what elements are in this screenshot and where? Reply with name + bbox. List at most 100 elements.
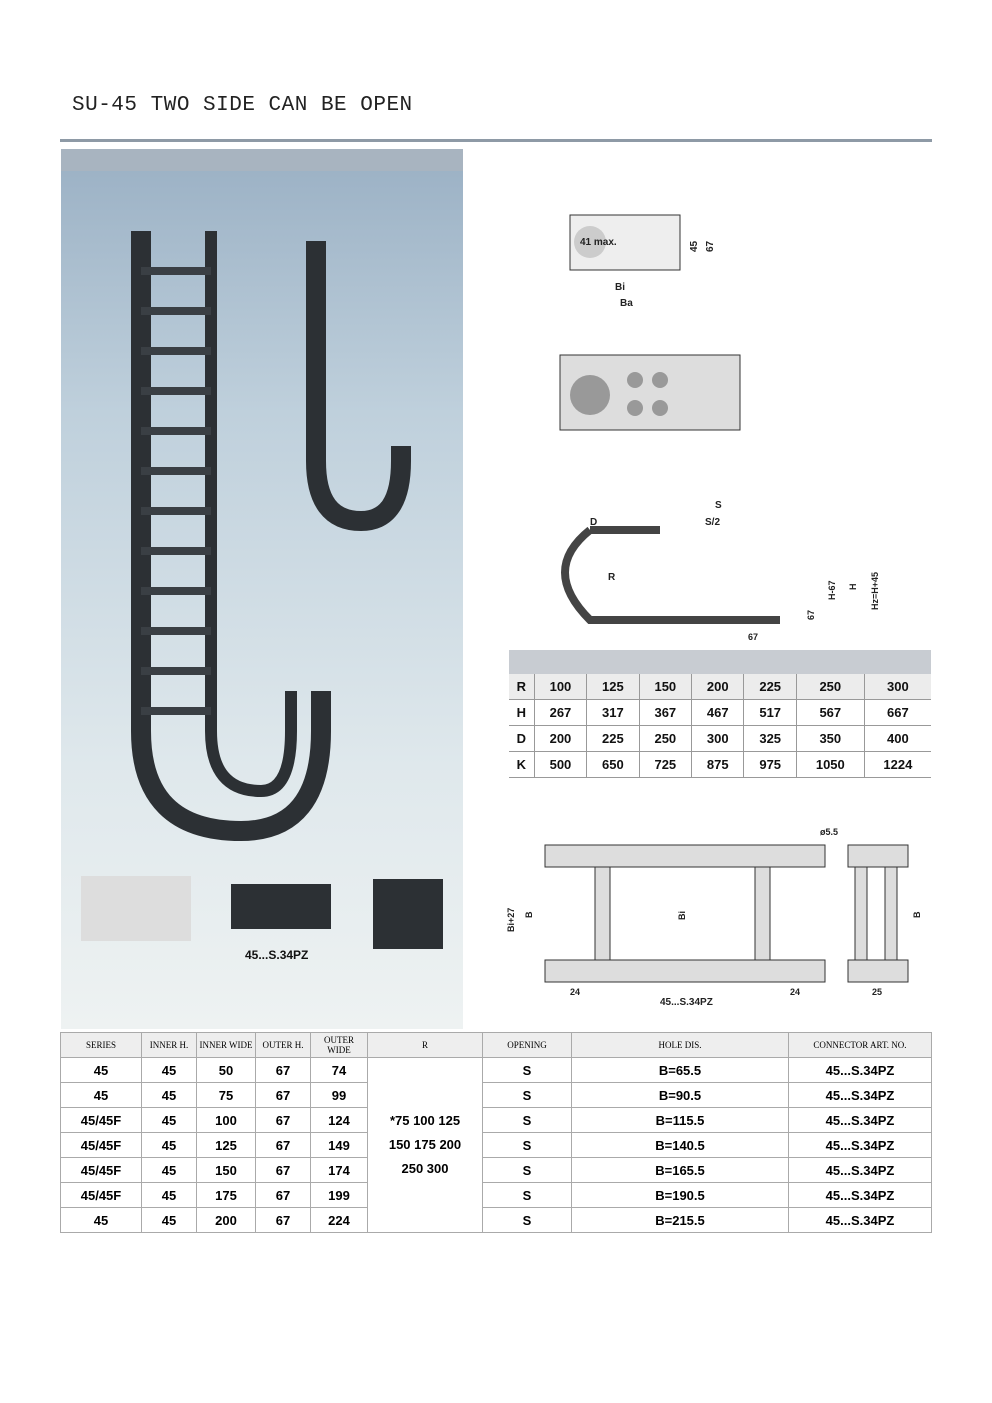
bi-label-2: Bi [677, 911, 687, 920]
table-cell: 567 [796, 699, 865, 726]
table-cell: 45 [141, 1082, 197, 1108]
table-cell: K [509, 751, 535, 778]
table-cell: 174 [310, 1157, 368, 1183]
dim67-a: 67 [806, 610, 816, 620]
table-cell: B=65.5 [571, 1057, 789, 1083]
table-cell: 45...S.34PZ [788, 1082, 932, 1108]
table-cell: 367 [639, 699, 693, 726]
table-cell: S [482, 1132, 572, 1158]
table-cell: 100 [196, 1107, 256, 1133]
table-cell: 45...S.34PZ [788, 1207, 932, 1233]
table-cell: S [482, 1182, 572, 1208]
table-cell: 1224 [864, 751, 931, 778]
table-cell: S [482, 1157, 572, 1183]
table-cell: 99 [310, 1082, 368, 1108]
bi-label: Bi [615, 282, 625, 293]
h-label: H [848, 584, 858, 591]
table-cell: B=140.5 [571, 1132, 789, 1158]
table-cell: 45/45F [60, 1132, 142, 1158]
r-label: R [608, 572, 616, 583]
table-cell: 149 [310, 1132, 368, 1158]
table-cell: 317 [586, 699, 640, 726]
table-cell: 100 [534, 674, 588, 700]
table-cell: 45 [60, 1057, 142, 1083]
dim24-b: 24 [790, 987, 800, 997]
outer-h-label: 67 [705, 240, 716, 252]
table-cell: 150 [639, 674, 693, 700]
table-cell: H [509, 699, 535, 726]
table-cell: 650 [586, 751, 640, 778]
technical-drawings: 41 max. Bi Ba 45 67 S D S/2 R H-67 H Hz=… [559, 214, 880, 642]
table-cell: 400 [864, 725, 931, 752]
hz-label: Hz=H+45 [870, 572, 880, 610]
table-cell: 45...S.34PZ [788, 1157, 932, 1183]
table-cell: 45 [141, 1207, 197, 1233]
table-cell: R [367, 1032, 483, 1058]
table-cell: 45/45F [60, 1182, 142, 1208]
table-cell: 250 [796, 674, 865, 700]
table-cell: 45/45F [60, 1107, 142, 1133]
table-cell: 175 [196, 1182, 256, 1208]
hole-label: ø5.5 [820, 827, 838, 837]
dim25: 25 [872, 987, 882, 997]
product-photo [61, 149, 463, 1029]
table-cell: 224 [310, 1207, 368, 1233]
connector-caption: 45...S.34PZ [660, 997, 713, 1008]
table-cell: 267 [534, 699, 588, 726]
dim67-b: 67 [748, 632, 758, 642]
table-cell: 225 [586, 725, 640, 752]
table-cell: 67 [255, 1207, 311, 1233]
max-label: 41 max. [580, 237, 617, 248]
table-cell [509, 650, 931, 674]
table-cell: B=90.5 [571, 1082, 789, 1108]
table-cell: 200 [691, 674, 745, 700]
table-cell: 875 [691, 751, 745, 778]
photo-caption: 45...S.34PZ [245, 948, 309, 962]
b-label: B [524, 911, 534, 918]
title-divider [60, 139, 932, 142]
table-cell: 45 [60, 1207, 142, 1233]
table-cell: OPENING [482, 1032, 572, 1058]
table-cell: 67 [255, 1107, 311, 1133]
table-cell: S [482, 1207, 572, 1233]
page-title: SU-45 TWO SIDE CAN BE OPEN [72, 94, 413, 117]
table-cell: OUTER H. [255, 1032, 311, 1058]
table-cell: 300 [864, 674, 931, 700]
table-cell: 67 [255, 1157, 311, 1183]
table-cell: 45 [141, 1157, 197, 1183]
table-cell: HOLE DIS. [571, 1032, 789, 1058]
table-cell: 350 [796, 725, 865, 752]
table-cell: 225 [743, 674, 797, 700]
table-cell: R [509, 674, 535, 700]
ba-label: Ba [620, 298, 633, 309]
table-cell: OUTER WIDE [310, 1032, 368, 1058]
table-cell: SERIES [60, 1032, 142, 1058]
table-cell: 200 [196, 1207, 256, 1233]
connector-drawing: ø5.5 Bi+27 B Bi 24 24 25 B 45...S.34PZ [506, 827, 922, 1008]
bi27-label: Bi+27 [506, 908, 516, 932]
table-cell: B=165.5 [571, 1157, 789, 1183]
d-label: D [590, 517, 597, 528]
table-cell: 45 [141, 1132, 197, 1158]
table-cell: B=190.5 [571, 1182, 789, 1208]
table-cell: S [482, 1107, 572, 1133]
table-cell: 45...S.34PZ [788, 1107, 932, 1133]
table-cell: 325 [743, 725, 797, 752]
table-cell: 50 [196, 1057, 256, 1083]
table-cell: 467 [691, 699, 745, 726]
s-label: S [715, 500, 722, 511]
table-cell: 45/45F [60, 1157, 142, 1183]
